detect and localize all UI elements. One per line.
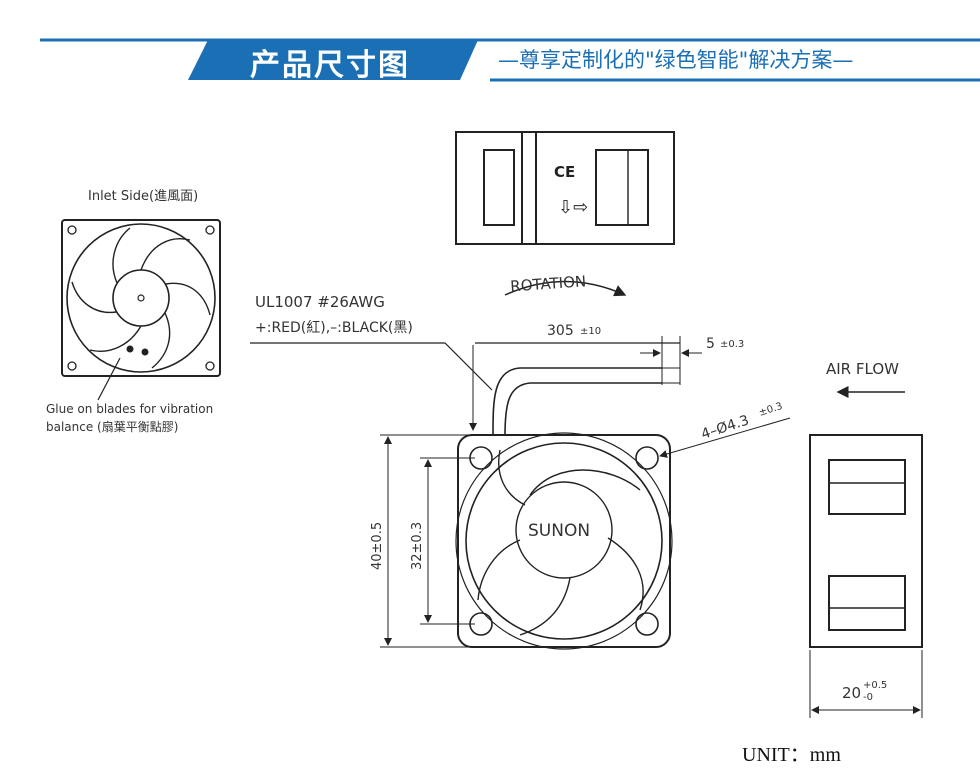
hole-spec-tol: ±0.3 bbox=[758, 401, 785, 419]
title-plate bbox=[188, 40, 478, 80]
cable-spec-line1: UL1007 #26AWG bbox=[255, 293, 385, 311]
air-direction-arrows-icon: ⇩⇨ bbox=[558, 197, 588, 218]
top-side-view bbox=[455, 131, 675, 245]
ce-mark: CE bbox=[554, 163, 575, 181]
strip-length-value: 5 bbox=[706, 336, 715, 352]
glue-leader bbox=[97, 357, 121, 401]
air-flow-label: AIR FLOW bbox=[826, 360, 899, 378]
outer-size-label: 40±0.5 bbox=[370, 522, 385, 570]
strip-length-tol: ±0.3 bbox=[720, 339, 744, 350]
glue-note-line2: balance (扇葉平衡點膠) bbox=[46, 419, 178, 434]
header-graphic bbox=[40, 38, 980, 82]
hole-spec-leader bbox=[659, 417, 791, 458]
glue-note-line1: Glue on blades for vibration bbox=[46, 402, 213, 416]
fan-side-view bbox=[809, 434, 923, 648]
inlet-side-label: Inlet Side(進風面) bbox=[88, 189, 198, 204]
brand-label: SUNON bbox=[528, 521, 590, 541]
cable-spec-leader bbox=[250, 342, 493, 391]
cable-length-value: 305 bbox=[547, 323, 574, 339]
inlet-side-view bbox=[61, 219, 221, 377]
rotation-arrow-icon bbox=[504, 280, 627, 297]
fan-dimension-drawing: Inlet Side(進風面) Glue on blades for vibra… bbox=[46, 131, 923, 718]
page-title: 产品尺寸图 bbox=[250, 48, 410, 83]
header-banner: 产品尺寸图 —尊享定制化的"绿色智能"解决方案— bbox=[0, 0, 980, 100]
depth-tol-lower: -0 bbox=[863, 692, 873, 703]
cable-spec-line2: +:RED(紅),–:BLACK(黑) bbox=[255, 320, 413, 336]
page-subtitle: —尊享定制化的"绿色智能"解决方案— bbox=[498, 48, 854, 72]
hole-spec-value: 4–Ø4.3 bbox=[699, 412, 751, 442]
unit-label: UNIT：mm bbox=[742, 744, 841, 766]
depth-value: 20 bbox=[842, 684, 861, 702]
cable-length-tol: ±10 bbox=[580, 326, 601, 337]
hole-pitch-label: 32±0.3 bbox=[410, 522, 425, 570]
depth-tol-upper: +0.5 bbox=[863, 680, 887, 691]
fan-front-view bbox=[455, 432, 673, 650]
fan-cables bbox=[492, 367, 680, 437]
rotation-label: ROTATION bbox=[510, 272, 587, 295]
